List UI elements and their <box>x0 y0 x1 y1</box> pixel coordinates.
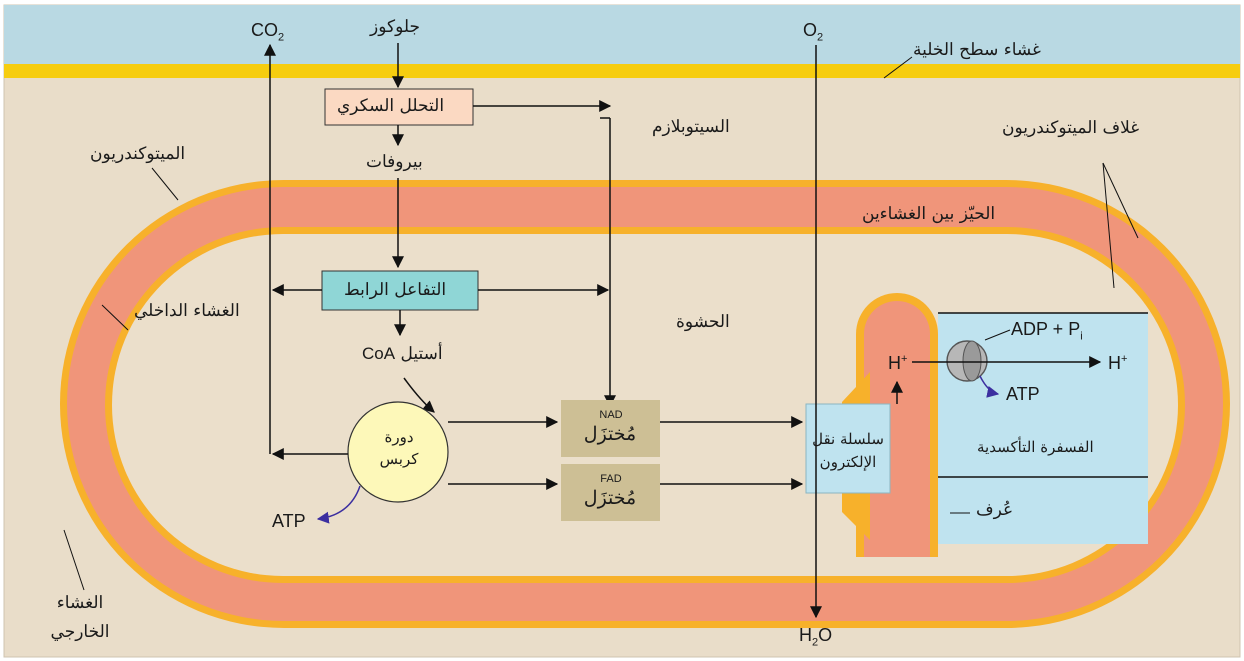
krebs-line2-label: كربس <box>379 450 419 468</box>
glucose-label: جلوكوز <box>370 17 421 37</box>
adp-pi-label: ADP + Pi <box>1011 319 1083 343</box>
h2o-label: H2O <box>799 625 833 649</box>
fad-reduced-box <box>561 464 660 521</box>
nad-reduced-label: مُختزَل <box>583 423 637 445</box>
glycolysis-label: التحلل السكري <box>337 96 445 116</box>
arrow-acetyl-krebs <box>403 377 435 413</box>
krebs-cycle-circle <box>347 401 449 503</box>
outer-membrane-line2-label: الخارجي <box>50 622 110 642</box>
cristae-label: عُرف <box>976 500 1014 520</box>
pyruvate-label: بيروفات <box>366 152 423 172</box>
leader-cell-membrane <box>883 56 913 79</box>
leader-outer-membrane <box>63 529 85 591</box>
h-plus-left-label: H+ <box>888 353 908 373</box>
arrow-synthase-atp <box>979 375 1000 398</box>
nad-reduced-box <box>561 400 660 457</box>
extracellular-region <box>4 5 1240 66</box>
leader-inner-membrane <box>101 304 129 331</box>
intermembrane-space-label: الحيّز بين الغشاءين <box>862 204 996 224</box>
link-reaction-box <box>321 270 479 311</box>
acetyl-coa-label: CoA أستيل <box>362 344 443 364</box>
o2-label: O2 <box>803 20 824 44</box>
atp-synthase-product-label: ATP <box>1006 384 1040 404</box>
leader-envelope-outer <box>1102 162 1139 239</box>
electron-transport-chain-box <box>805 403 891 494</box>
adp-pointer <box>984 329 1011 341</box>
nad-label: NAD <box>599 409 623 421</box>
cytoplasm-label: السيتوبلازم <box>652 117 730 137</box>
mito-envelope-label: غلاف الميتوكندريون <box>1002 118 1140 138</box>
oxidative-phosphorylation-label: الفسفرة التأكسدية <box>977 438 1094 456</box>
matrix-label: الحشوة <box>676 312 730 332</box>
leader-mitochondrion <box>151 167 179 201</box>
fad-label: FAD <box>600 473 622 485</box>
inner-membrane-label: الغشاء الداخلي <box>134 301 240 321</box>
krebs-line1-label: دورة <box>384 428 414 446</box>
link-reaction-label: التفاعل الرابط <box>344 280 447 300</box>
arrow-krebs-atp <box>316 485 361 524</box>
atp-synthase-inner <box>962 340 982 382</box>
fad-reduced-label: مُختزَل <box>583 487 637 509</box>
etc-line2-label: الإلكترون <box>819 453 877 471</box>
cell-surface-membrane <box>4 64 1240 78</box>
leader-envelope-inner <box>1102 162 1115 289</box>
mitochondrion-label: الميتوكندريون <box>90 144 186 164</box>
outer-membrane-line1-label: الغشاء <box>56 593 104 613</box>
co2-label: CO2 <box>251 20 285 44</box>
glycolysis-box <box>324 88 474 126</box>
cell-membrane-label: غشاء سطح الخلية <box>913 40 1041 60</box>
atp-krebs-label: ATP <box>272 511 306 531</box>
h-plus-right-label: H+ <box>1108 353 1128 373</box>
etc-line1-label: سلسلة نقل <box>812 430 884 448</box>
